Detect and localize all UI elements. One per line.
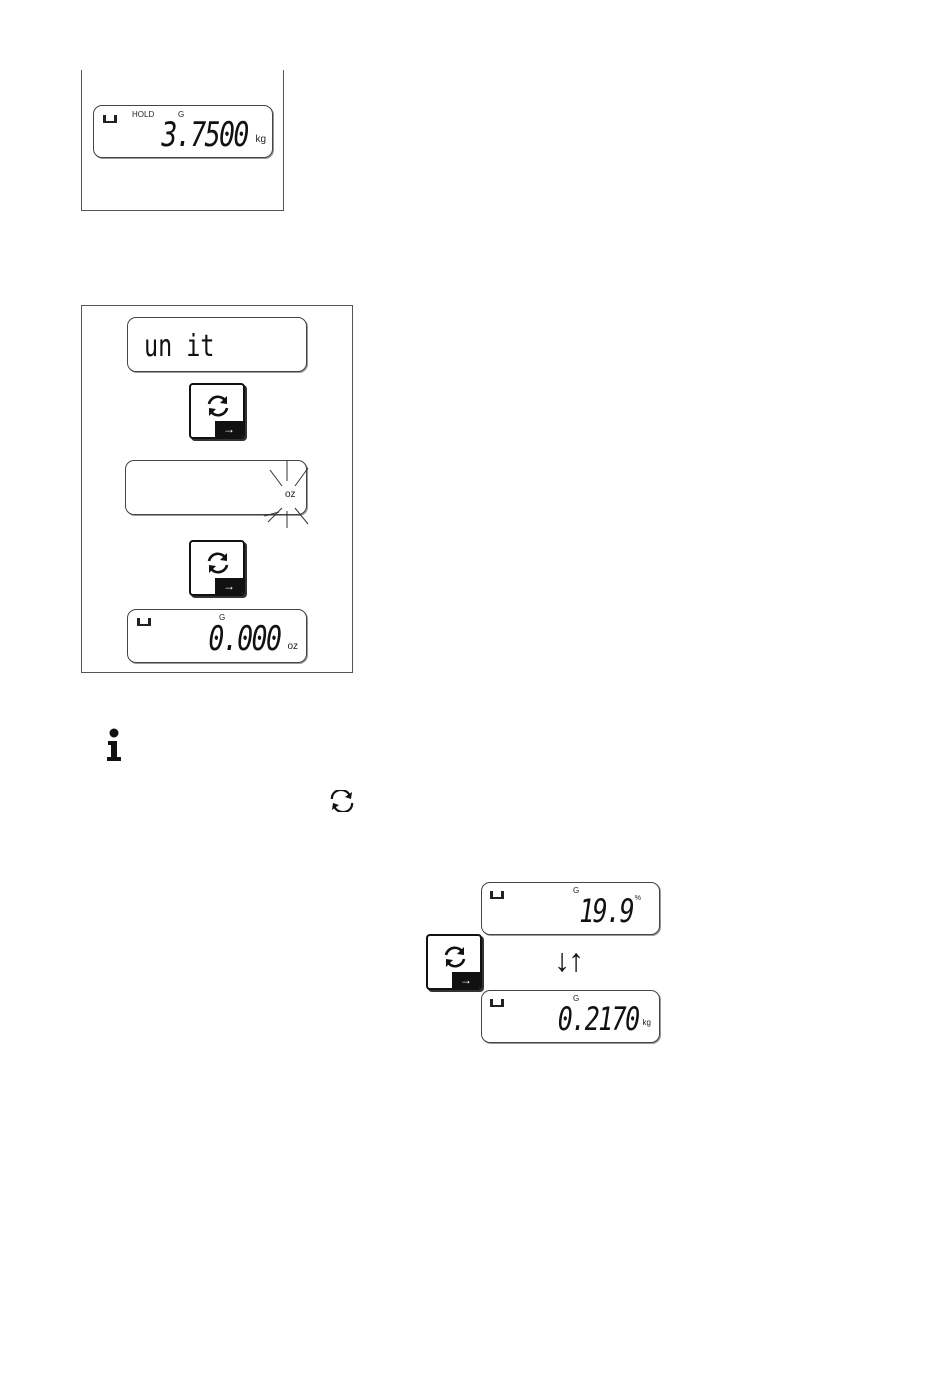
weight-display: G 0.2170 kg <box>481 990 660 1043</box>
toggle-arrows: ↓↑ <box>554 944 582 976</box>
toggle-key[interactable]: → <box>426 934 482 990</box>
percent-display: G 19.9 % <box>481 882 660 935</box>
menu-text: un it <box>144 332 214 362</box>
unit-menu-display: un it <box>127 317 307 372</box>
stable-indicator-icon <box>103 116 117 123</box>
hold-figure: HOLD G 3.7500 kg <box>81 70 284 211</box>
cycle-icon <box>329 790 355 812</box>
stable-indicator-icon <box>137 619 151 626</box>
hold-display: HOLD G 3.7500 kg <box>93 105 273 158</box>
cycle-icon <box>205 394 231 418</box>
unit-key-2[interactable]: → <box>189 540 245 596</box>
enter-arrow-icon: → <box>215 578 243 594</box>
weight-value: 0.2170 <box>558 1003 639 1035</box>
info-icon <box>104 728 124 762</box>
unit-key-1[interactable]: → <box>189 383 245 439</box>
enter-arrow-icon: → <box>215 421 243 437</box>
result-unit: oz <box>287 642 298 652</box>
weight-unit: kg <box>255 135 266 145</box>
result-display: G 0.000 oz <box>127 609 307 663</box>
hold-label: HOLD <box>132 111 154 119</box>
cycle-icon <box>442 945 468 969</box>
weight-value: 3.7500 <box>162 118 248 152</box>
blink-rays-icon <box>262 456 312 531</box>
stable-indicator-icon <box>490 1000 504 1007</box>
cycle-icon <box>205 551 231 575</box>
percent-value: 19.9 <box>579 895 633 927</box>
enter-arrow-icon: → <box>452 972 480 988</box>
result-value: 0.000 <box>208 622 280 656</box>
stable-indicator-icon <box>490 892 504 899</box>
unit-switch-figure: un it → oz → G 0.000 oz <box>81 305 353 673</box>
percent-unit: % <box>635 895 641 902</box>
weight-unit: kg <box>643 1019 651 1027</box>
